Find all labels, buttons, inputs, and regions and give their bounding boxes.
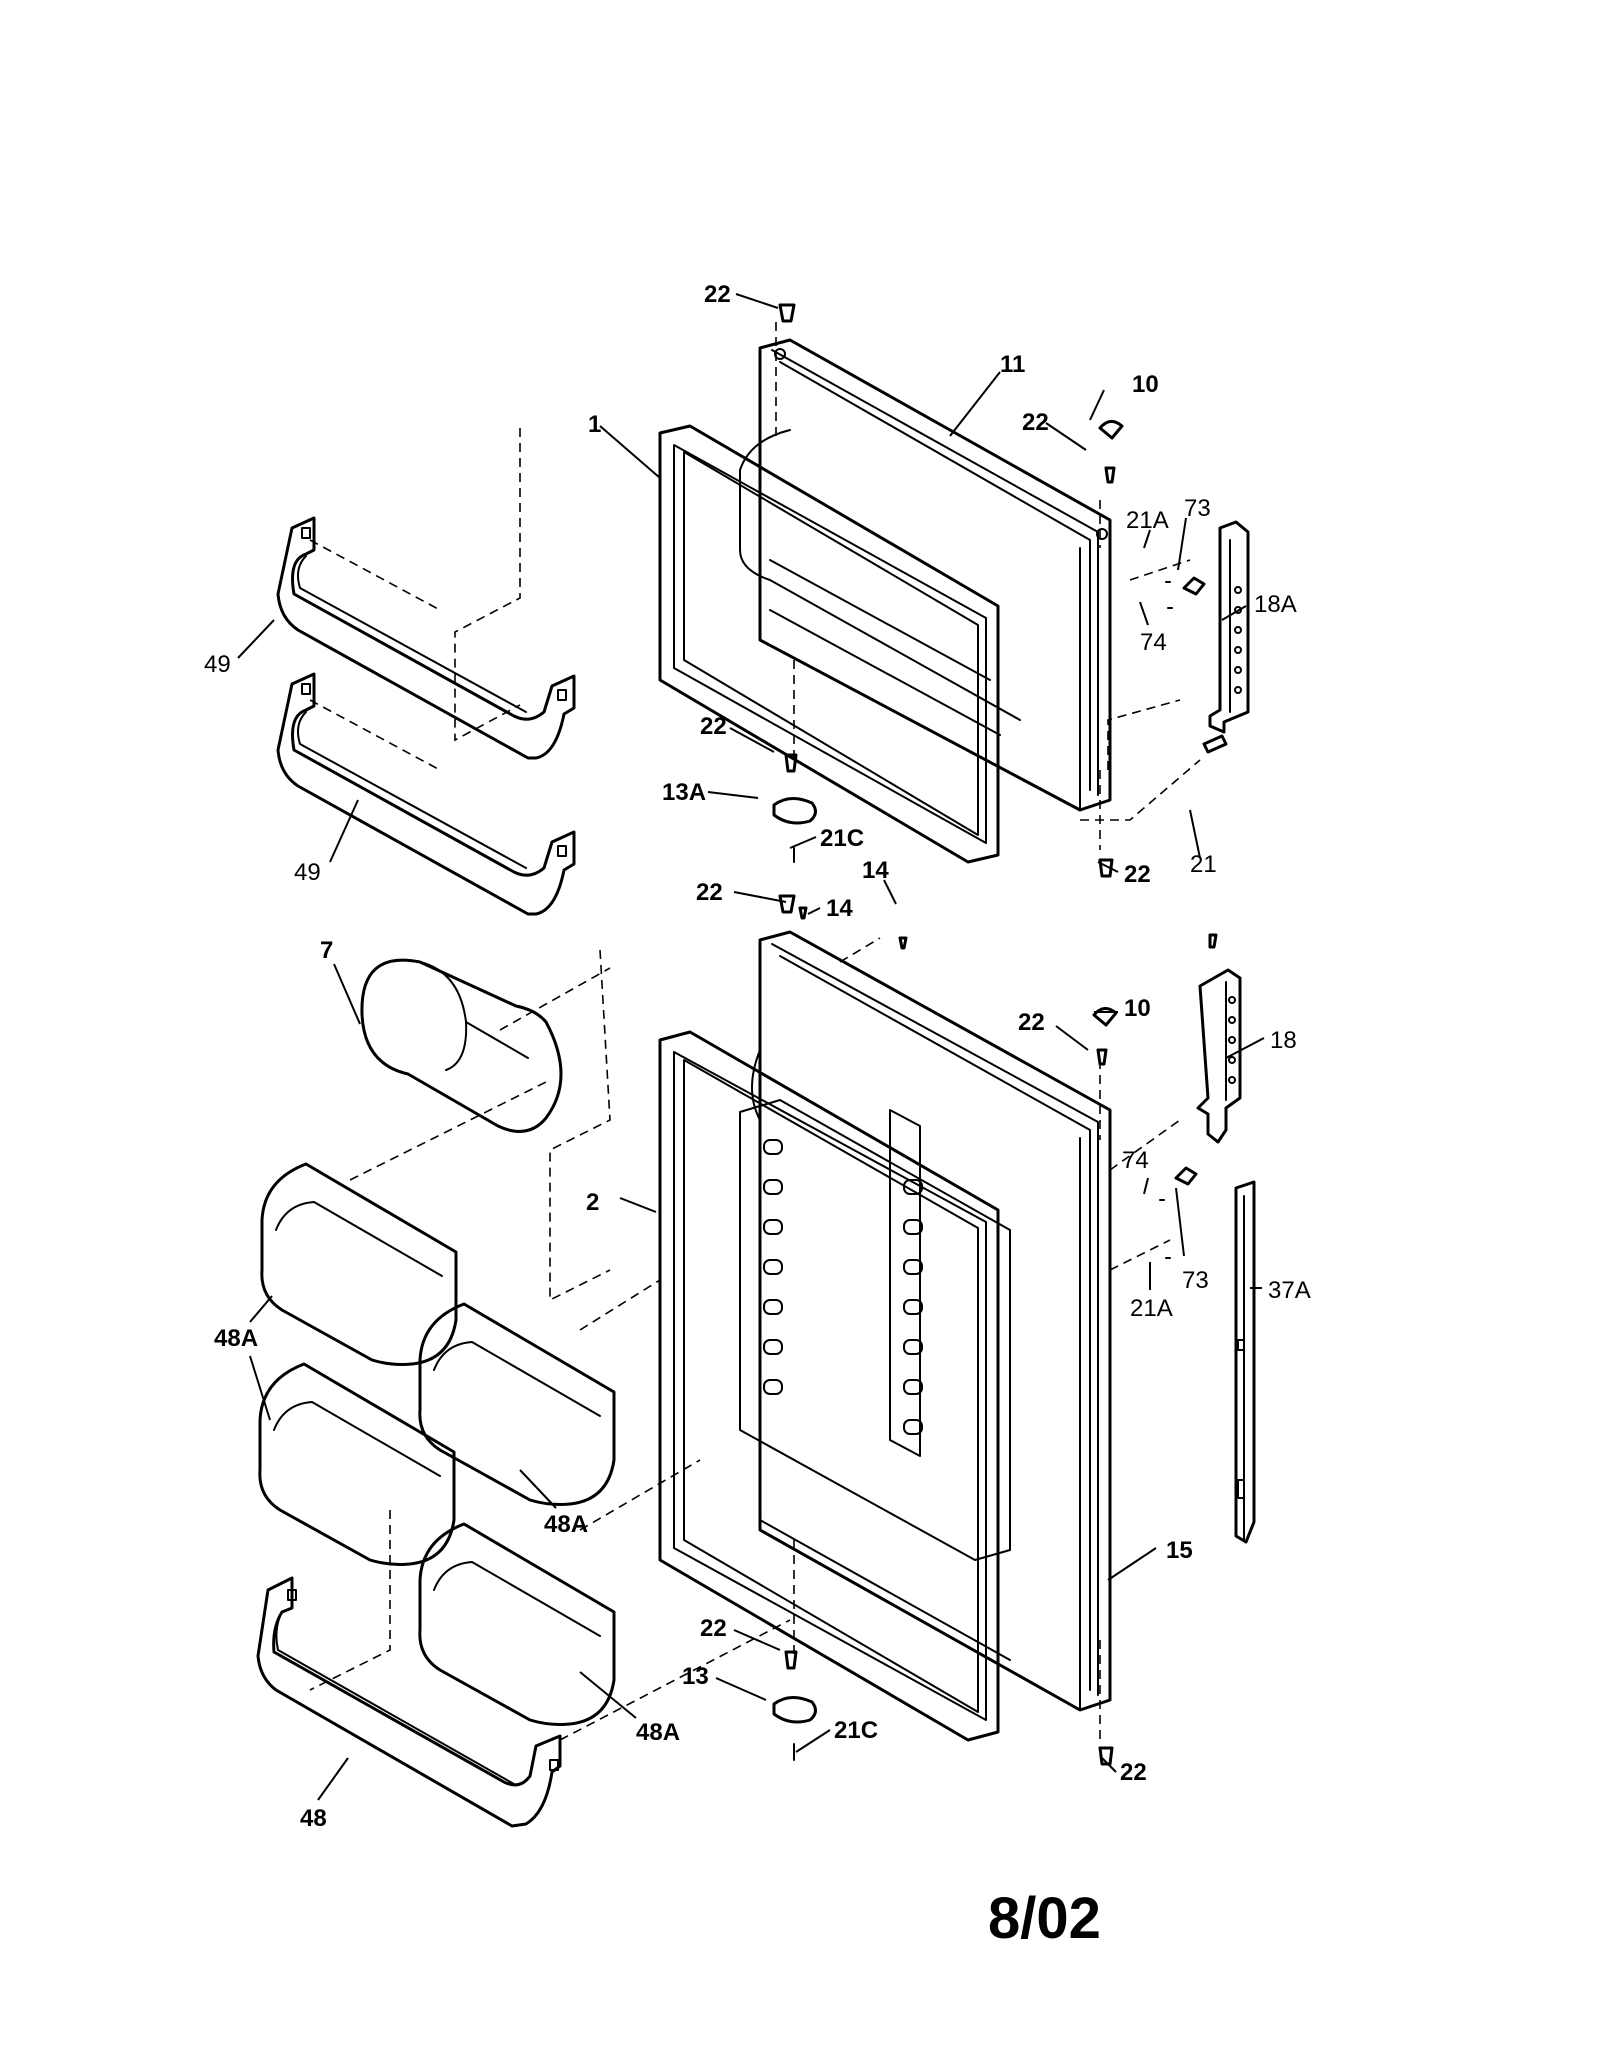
callout-37A: 37A — [1268, 1277, 1311, 1304]
callout-15: 15 — [1166, 1537, 1193, 1564]
callout-22: 22 — [696, 879, 723, 906]
hinge-bracket-18A — [1202, 520, 1250, 754]
door-shelf-bar-49-upper — [276, 516, 576, 760]
freezer-door-outer-panel — [739, 338, 1112, 812]
callout-2: 2 — [586, 1189, 599, 1216]
date-code: 8/02 — [988, 1886, 1101, 1951]
callout-22: 22 — [704, 281, 731, 308]
callout-labels: 22 11 10 22 1 21A 73 18A 74 49 22 13A 21… — [204, 281, 1311, 1832]
callout-73: 73 — [1184, 495, 1211, 522]
callout-14: 14 — [826, 895, 853, 922]
door-shelf-bar-48 — [256, 1576, 562, 1828]
callout-21C: 21C — [820, 825, 864, 852]
callout-48: 48 — [300, 1805, 327, 1832]
callout-21: 21 — [1190, 851, 1217, 878]
callout-21A: 21A — [1126, 507, 1169, 534]
door-bin-48A-top — [260, 1162, 458, 1366]
callout-73: 73 — [1182, 1267, 1209, 1294]
freezer-hinge-hardware — [772, 303, 1206, 878]
assembly-guide-lines — [309, 322, 1201, 1741]
callout-11: 11 — [1000, 351, 1025, 378]
door-bin-48A-bottom — [418, 1522, 616, 1726]
callout-22: 22 — [1124, 861, 1151, 888]
callout-49: 49 — [294, 859, 321, 886]
callout-21C: 21C — [834, 1717, 878, 1744]
door-bin-48A-left-lower — [258, 1362, 456, 1566]
callout-7: 7 — [320, 937, 333, 964]
callout-22: 22 — [700, 713, 727, 740]
callout-21A: 21A — [1130, 1295, 1173, 1322]
callout-49: 49 — [204, 651, 231, 678]
callout-10: 10 — [1132, 371, 1159, 398]
fresh-food-door-gasket — [658, 1030, 1000, 1742]
callout-74: 74 — [1122, 1147, 1149, 1174]
callout-22: 22 — [1018, 1009, 1045, 1036]
callout-48A: 48A — [636, 1719, 680, 1746]
callout-leader-lines — [237, 293, 1265, 1801]
fresh-food-door-outer-panel — [751, 930, 1112, 1712]
callout-18: 18 — [1270, 1027, 1297, 1054]
liner-knob-column-left — [763, 1139, 783, 1395]
freezer-door-gasket — [658, 424, 1000, 864]
callout-48A: 48A — [544, 1511, 588, 1538]
door-trim-strip-37A — [1234, 1180, 1256, 1544]
door-bin-48A-middle — [418, 1302, 616, 1506]
callout-18A: 18A — [1254, 591, 1297, 618]
hinge-bracket-18 — [1196, 933, 1242, 1144]
callout-22: 22 — [1022, 409, 1049, 436]
callout-74: 74 — [1140, 629, 1167, 656]
callout-22: 22 — [1120, 1759, 1147, 1786]
callout-1: 1 — [588, 411, 601, 438]
callout-48A: 48A — [214, 1325, 258, 1352]
dairy-compartment-7 — [360, 958, 563, 1133]
callout-22: 22 — [700, 1615, 727, 1642]
callout-14: 14 — [862, 857, 889, 884]
callout-10: 10 — [1124, 995, 1151, 1022]
door-shelf-bar-49-lower — [276, 672, 576, 916]
callout-13A: 13A — [662, 779, 706, 806]
callout-13: 13 — [682, 1663, 709, 1690]
